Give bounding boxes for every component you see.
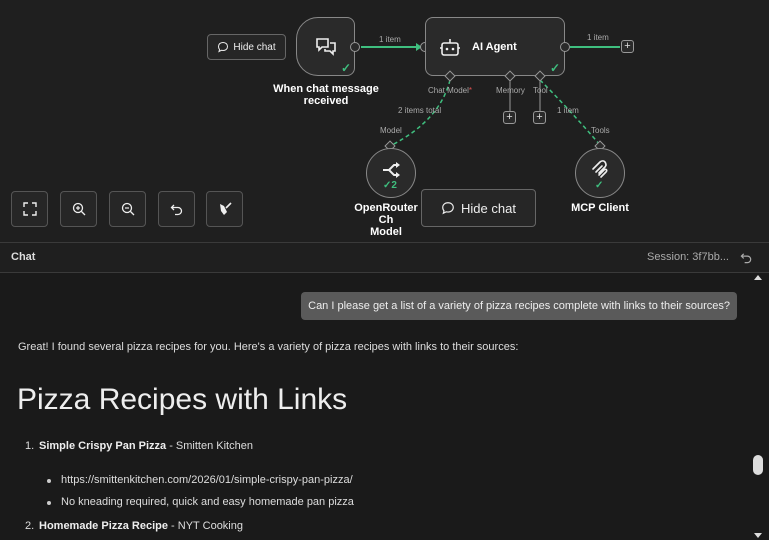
chat-scrollbar[interactable]: [753, 273, 763, 540]
bot-message-heading: Pizza Recipes with Links: [17, 383, 348, 416]
zoom-out-button[interactable]: [109, 191, 146, 227]
robot-icon: [440, 39, 460, 56]
chat-title: Chat: [11, 251, 36, 263]
recipe-source: - Smitten Kitchen: [166, 440, 253, 452]
chat-header: Chat Session: 3f7bb...: [0, 242, 769, 273]
undo-button[interactable]: [158, 191, 195, 227]
wire-label-out: 1 item: [587, 33, 609, 42]
list-item: 1. Simple Crispy Pan Pizza - Smitten Kit…: [25, 440, 332, 474]
list-item: 2. Homemade Pizza Recipe - NYT Cooking: [25, 520, 332, 532]
success-check-icon: ✓: [595, 180, 604, 191]
fit-view-icon: [22, 202, 37, 216]
port-label-tool: Tool: [533, 86, 548, 95]
node-ai-agent[interactable]: AI Agent ✓: [425, 17, 565, 76]
workflow-canvas[interactable]: Hide chat ✓ When chat message received 1…: [0, 0, 769, 242]
port-label-chat-model: Chat Model*: [428, 86, 473, 95]
add-tool-plus-icon[interactable]: +: [533, 111, 546, 124]
sub-label-model: Model: [380, 126, 402, 135]
list-item: No kneading required, quick and easy hom…: [47, 496, 354, 520]
bullet: [47, 501, 51, 505]
bot-message-intro: Great! I found several pizza recipes for…: [18, 341, 519, 353]
hide-chat-label: Hide chat: [461, 200, 516, 216]
list-item: https://smittenkitchen.com/2026/01/simpl…: [47, 474, 354, 496]
undo-icon: [170, 204, 182, 216]
scroll-thumb[interactable]: [753, 455, 763, 475]
user-message: Can I please get a list of a variety of …: [301, 292, 737, 320]
zoom-in-icon: [72, 202, 85, 216]
hide-chat-button-small[interactable]: Hide chat: [207, 34, 286, 60]
node-chat-trigger[interactable]: ✓: [296, 17, 355, 76]
success-check-icon: ✓: [550, 61, 561, 75]
zoom-in-button[interactable]: [60, 191, 97, 227]
scroll-up-arrow-icon[interactable]: [754, 275, 762, 280]
chat-bubble-icon: [218, 41, 229, 53]
wire-label-in: 1 item: [379, 35, 401, 44]
wire-label-model: 2 items total: [398, 106, 442, 115]
add-memory-plus-icon[interactable]: +: [503, 111, 516, 124]
agent-title: AI Agent: [472, 41, 517, 53]
wire-tool: [539, 79, 601, 146]
recipe-link[interactable]: https://smittenkitchen.com/2026/01/simpl…: [61, 474, 353, 486]
recipe-note: No kneading required, quick and easy hom…: [61, 496, 354, 508]
success-check-icon: ✓2: [383, 180, 397, 191]
mcp-title: MCP Client: [571, 202, 629, 214]
connections: [361, 43, 620, 146]
reset-session-icon[interactable]: [740, 251, 753, 264]
zoom-out-icon: [121, 202, 134, 216]
hide-chat-label-small: Hide chat: [233, 41, 276, 53]
node-openrouter[interactable]: ✓2: [366, 148, 416, 198]
list-number: 2.: [25, 520, 35, 532]
bullet: [47, 479, 51, 483]
add-node-plus-icon[interactable]: +: [621, 40, 634, 53]
success-check-icon: ✓: [341, 61, 352, 75]
mcp-icon: [592, 160, 608, 178]
wire-chat-model: [391, 79, 451, 146]
recipe-name: Simple Crispy Pan Pizza: [39, 440, 167, 452]
trigger-output-port[interactable]: [350, 42, 360, 52]
openrouter-icon: [383, 162, 400, 178]
sub-label-tools: Tools: [591, 126, 610, 135]
wire-label-tool: 1 item: [557, 106, 579, 115]
recipe-name: Homemade Pizza Recipe: [39, 520, 168, 532]
list-number: 1.: [25, 440, 35, 452]
fit-view-button[interactable]: [11, 191, 48, 227]
port-label-memory: Memory: [496, 86, 525, 95]
chat-bubble-icon: [442, 202, 454, 215]
tidy-up-icon: [219, 202, 232, 215]
hide-chat-button[interactable]: Hide chat: [421, 189, 536, 227]
node-mcp-client[interactable]: ✓: [575, 148, 625, 198]
recipe-source: - NYT Cooking: [168, 520, 243, 532]
wire-arrow: [416, 43, 422, 51]
chat-messages[interactable]: Can I please get a list of a variety of …: [0, 273, 769, 540]
recipe-list: 1. Simple Crispy Pan Pizza - Smitten Kit…: [25, 440, 354, 532]
trigger-title: When chat message received: [273, 83, 379, 107]
agent-output-port[interactable]: [560, 42, 570, 52]
session-id[interactable]: Session: 3f7bb...: [647, 251, 729, 263]
tidy-up-button[interactable]: [206, 191, 243, 227]
chat-messages-icon: [316, 38, 336, 56]
scroll-down-arrow-icon[interactable]: [754, 533, 762, 538]
